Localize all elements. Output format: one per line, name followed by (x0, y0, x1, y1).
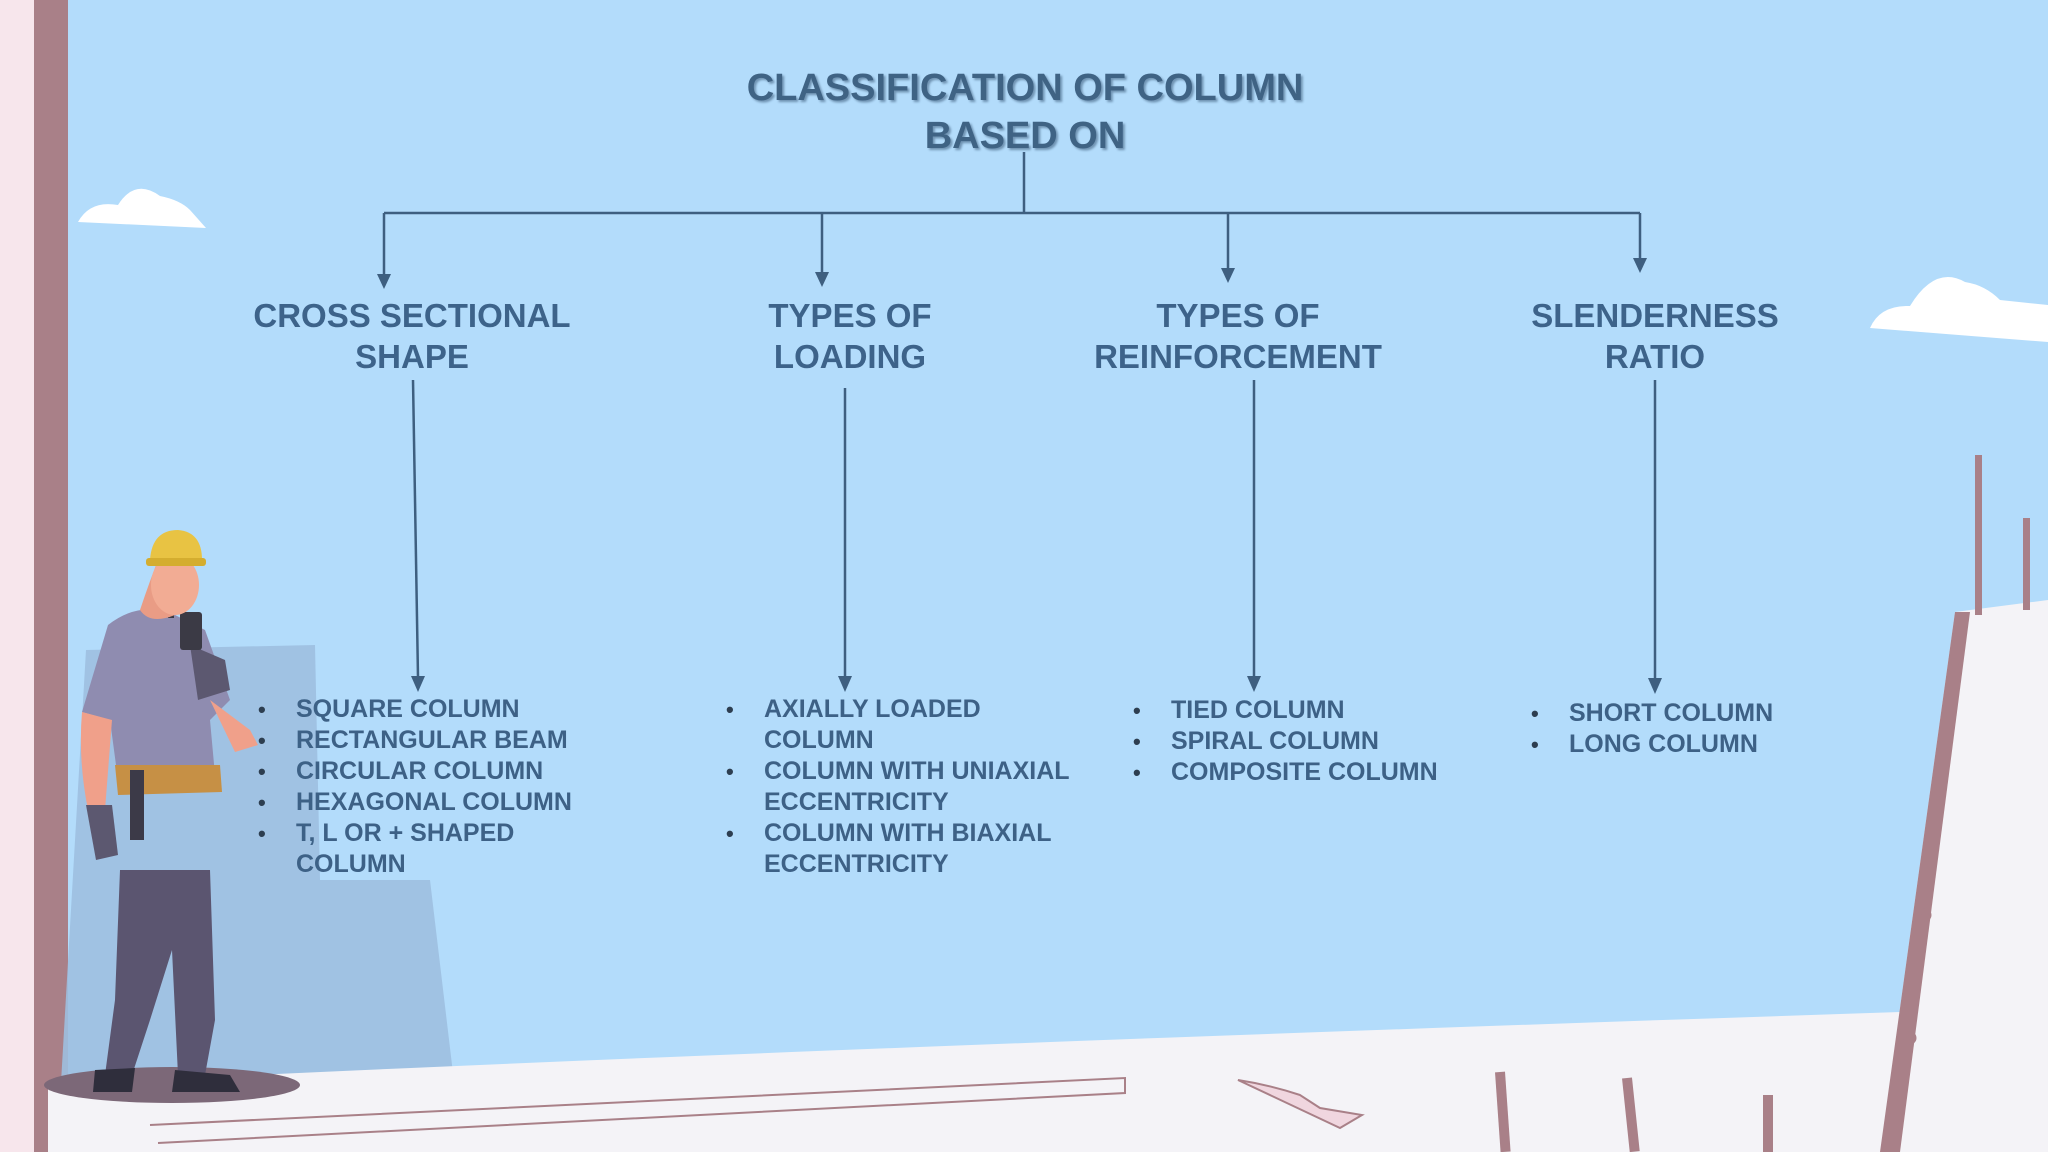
cloud-right (1870, 277, 2048, 342)
list-slenderness-ratio: SHORT COLUMN LONG COLUMN (1531, 698, 1773, 760)
list-item: TIED COLUMN (1133, 695, 1438, 726)
left-pillar (34, 0, 68, 1152)
list-item: LONG COLUMN (1531, 729, 1773, 760)
list-item: RECTANGULAR BEAM (258, 725, 572, 756)
list-item: HEXAGONAL COLUMN (258, 787, 572, 818)
rebar (2023, 518, 2030, 610)
list-item: SHORT COLUMN (1531, 698, 1773, 729)
list-item: CIRCULAR COLUMN (258, 756, 572, 787)
rebar (1495, 1071, 1511, 1152)
list-item: COMPOSITE COLUMN (1133, 757, 1438, 788)
rebar (1622, 1077, 1640, 1152)
trowel-icon (1237, 1079, 1365, 1130)
category-cross-sectional-shape: CROSS SECTIONAL SHAPE (253, 297, 571, 375)
right-wall-edge (1880, 612, 1970, 1152)
list-cross-sectional-shape: SQUARE COLUMN RECTANGULAR BEAM CIRCULAR … (258, 694, 572, 880)
list-item: SPIRAL COLUMN (1133, 726, 1438, 757)
rebar (1975, 455, 1982, 615)
rebar (1763, 1095, 1773, 1152)
right-wall (1880, 600, 2048, 1152)
category-types-of-loading: TYPES OF LOADING (768, 297, 932, 375)
list-item: SQUARE COLUMN (258, 694, 572, 725)
category-types-of-reinforcement: TYPES OF REINFORCEMENT (1094, 297, 1382, 375)
tree-connectors (377, 152, 1662, 694)
left-wall (0, 0, 34, 1152)
category-slenderness-ratio: SLENDERNESS RATIO (1531, 297, 1779, 375)
cloud-left (78, 188, 206, 228)
list-types-of-reinforcement: TIED COLUMN SPIRAL COLUMN COMPOSITE COLU… (1133, 695, 1438, 788)
construction-worker-illustration (44, 530, 300, 1103)
plank (149, 1076, 1126, 1144)
diagram-title-line2: BASED ON (924, 115, 1126, 157)
diagram-title-line1: CLASSIFICATION OF COLUMN (746, 67, 1304, 109)
diagram-title: CLASSIFICATION OF COLUMN BASED ON (600, 64, 1450, 160)
